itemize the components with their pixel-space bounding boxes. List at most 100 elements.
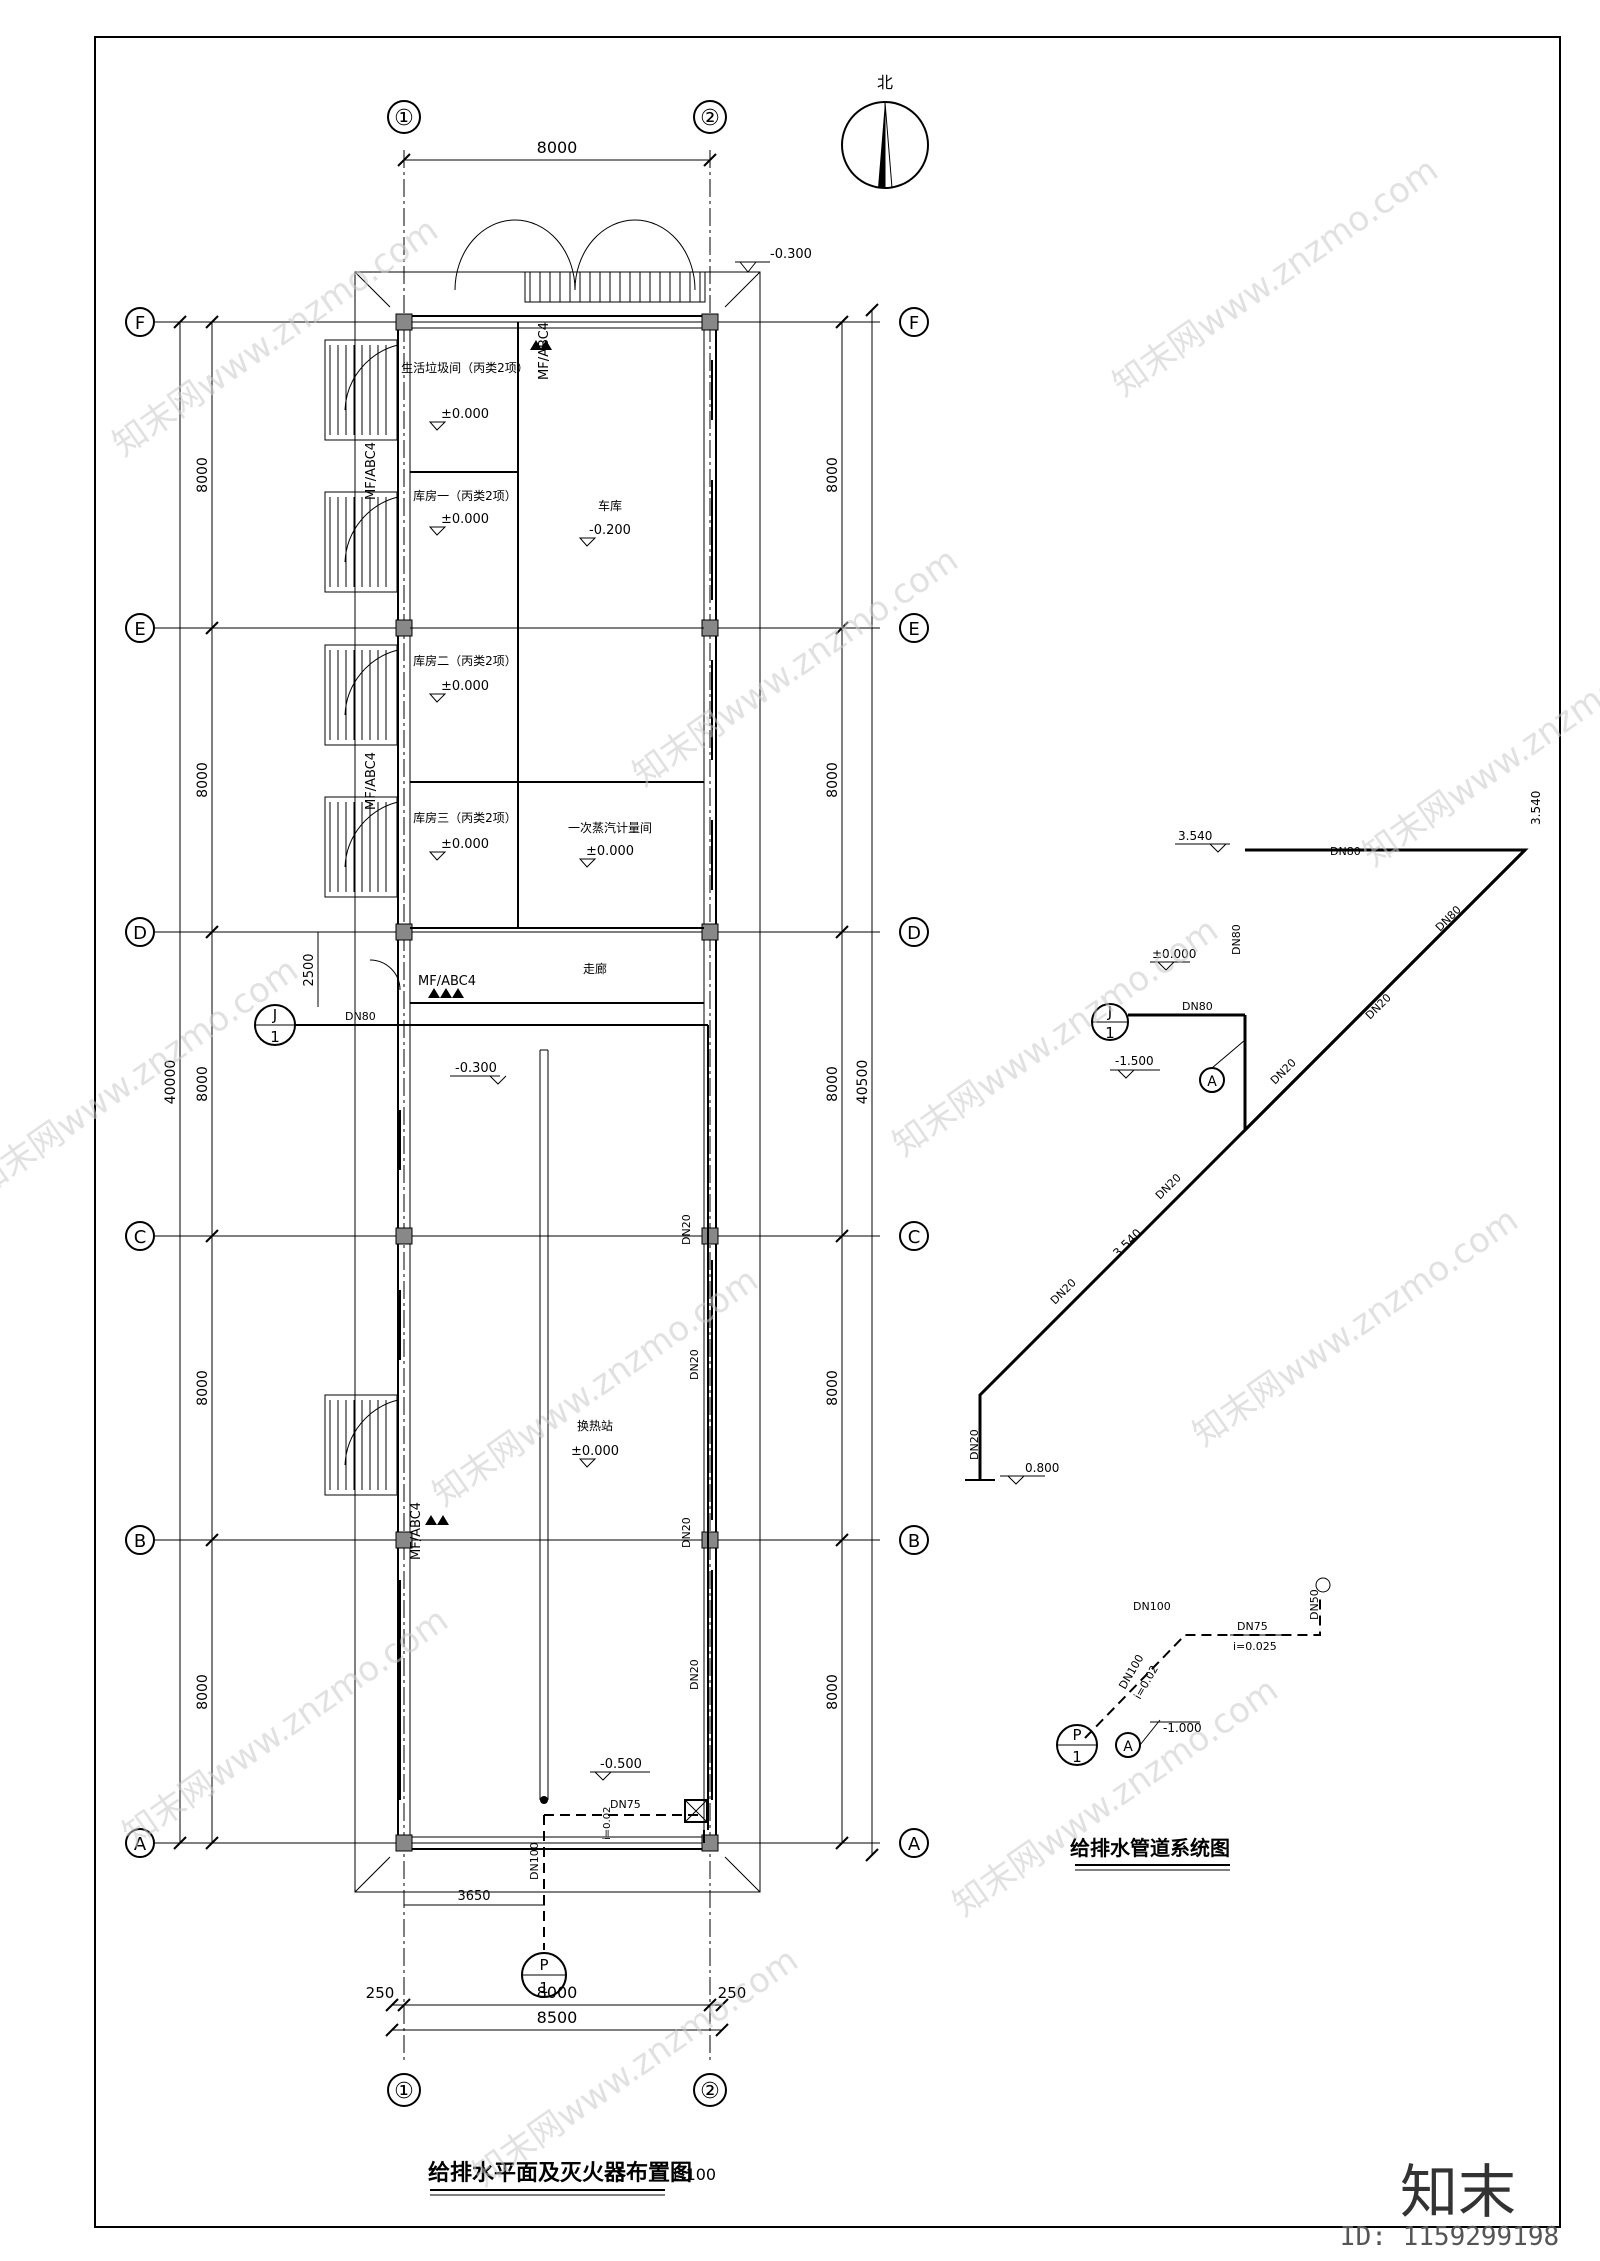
plan-supply-marker-num: 1 [270,1028,280,1046]
axis-label-E-left: E [134,619,145,640]
plan-pipe-6: DN75 [610,1798,641,1811]
sys-supply-pipe-3: DN80 [1230,924,1243,955]
axis-bubbles: ① ② ① ② F E D C B A F E D C B A [125,100,929,2107]
sys-supply-level-1: 3.540 [1178,829,1212,843]
dim-right-bay-3: 8000 [825,1066,841,1102]
room-name-3: 库房二（丙类2项） [413,653,517,668]
plan-pipe-4: DN20 [680,1517,693,1548]
dim-left-bay-2: 8000 [195,762,211,798]
plan-pipe-5: DN20 [688,1659,701,1690]
plan-title: 给排水平面及灭火器布置图 [428,2160,692,2186]
dim-left-bay-3: 8000 [195,1066,211,1102]
sys-supply-pipe-1: DN80 [1330,845,1361,858]
sys-supply-riser: A [1207,1074,1217,1090]
sys-supply-pipe-4: DN80 [1182,1000,1213,1013]
dimensions: 8000 8000 8000 8000 8000 8000 40000 8000… [163,138,879,2037]
axis-label-C-right: C [908,1227,921,1248]
north-label: 北 [877,73,893,92]
dim-bottom-total: 8500 [537,2008,578,2027]
room-level-1: ±0.000 [441,407,489,422]
building [324,219,761,1893]
room-name-4: 库房三（丙类2项） [413,810,517,825]
system-title: 给排水管道系统图 [1070,1836,1230,1860]
axis-label-1-top: ① [394,106,414,131]
extinguisher-label-5: MF/ABC4 [409,1502,424,1560]
plan-levels: -0.300 -0.300 -0.500 [450,247,812,1781]
sys-supply-marker-num: 1 [1105,1024,1115,1042]
extinguisher-label-3: MF/ABC4 [364,752,379,810]
sys-drain-riser: A [1123,1739,1133,1755]
dim-left-bay-4: 8000 [195,1370,211,1406]
sys-supply-marker-letter: J [1107,1003,1112,1021]
level-corridor: -0.300 [455,1061,497,1076]
sys-drain-marker-num: 1 [1072,1748,1082,1766]
dim-bottom-right: 250 [718,1984,747,2002]
sys-supply-level-4: -1.500 [1115,1054,1154,1068]
plan-pipe-7: DN100 [528,1842,541,1880]
plan-piping: J 1 DN80 DN20 DN20 DN20 DN20 DN75 DN100 … [254,1004,709,1998]
axis-label-E-right: E [908,619,919,640]
axis-label-B-right: B [908,1531,920,1552]
dim-right-bay-2: 8000 [825,762,841,798]
north-arrow: 北 [841,73,929,189]
dim-corridor: 2500 [302,953,317,986]
plan-title-group: 给排水平面及灭火器布置图 1:100 [428,2160,716,2196]
sys-supply-level-6: 0.800 [1025,1461,1059,1475]
sys-supply-pipe-2: DN80 [1433,903,1464,934]
grid-lines [155,150,880,2060]
room-name-7: 走廊 [583,961,607,976]
sheet-border [94,36,1561,2228]
sys-drain-pipe-4: DN50 [1308,1589,1321,1620]
dim-right-bay-4: 8000 [825,1370,841,1406]
extinguisher-label-1: MF/ABC4 [537,322,552,380]
axis-label-1-bottom: ① [394,2079,414,2104]
room-level-3: ±0.000 [441,679,489,694]
dim-left-total: 40000 [163,1060,179,1105]
room-name-8: 换热站 [577,1419,613,1433]
dim-bottom-left: 250 [366,1984,395,2002]
axis-label-2-bottom: ② [700,2079,720,2104]
extinguisher-label-2: MF/ABC4 [364,442,379,500]
axis-label-B-left: B [134,1531,146,1552]
room-level-2: ±0.000 [441,512,489,527]
plan-pipe-1: DN80 [345,1010,376,1023]
axis-label-A-right: A [908,1834,921,1855]
axis-label-2-top: ② [700,106,720,131]
sys-drain-pipe-3: DN75 [1237,1620,1268,1633]
axis-label-D-right: D [907,923,921,944]
extinguisher-label-4: MF/ABC4 [418,974,476,989]
dim-left-bay-1: 8000 [195,457,211,493]
room-level-4: ±0.000 [441,837,489,852]
room-name-6: 一次蒸汽计量间 [568,820,652,835]
supply-system: J 1 A 3.540 3.540 ±0.000 -1.500 3.540 0.… [965,791,1543,1485]
extinguishers: MF/ABC4 MF/ABC4 MF/ABC4 MF/ABC4 MF/ABC4 [364,322,552,1560]
dim-left-bay-5: 8000 [195,1674,211,1710]
sys-supply-pipe-9: DN20 [968,1429,981,1460]
sys-supply-level-2: 3.540 [1529,791,1543,825]
dim-pipe-offset: 3650 [457,1889,490,1904]
sys-supply-level-3: ±0.000 [1152,947,1196,961]
axis-label-F-left: F [135,313,145,334]
dim-right-bay-1: 8000 [825,457,841,493]
room-name-5: 车库 [598,498,622,513]
plan-supply-marker-letter: J [272,1006,277,1024]
sys-supply-level-5: 3.540 [1110,1226,1144,1260]
brand-logo: 知末 [1400,2158,1517,2226]
level-entrance: -0.300 [770,247,812,262]
plan-drain-marker-num: 1 [539,1979,549,1997]
room-labels: 生活垃圾间（丙类2项） ±0.000 库房一（丙类2项） ±0.000 库房二（… [401,360,652,1468]
sys-drain-pipe-1: DN100 [1133,1600,1171,1613]
axis-label-D-left: D [133,923,147,944]
brand-id: ID: 1159299198 [1340,2222,1560,2252]
dim-top-span: 8000 [537,138,578,157]
plan-pipe-3: DN20 [688,1349,701,1380]
room-level-8: ±0.000 [571,1444,619,1459]
axis-label-F-right: F [909,313,919,334]
sys-drain-level: -1.000 [1163,1721,1202,1735]
dim-right-bay-5: 8000 [825,1674,841,1710]
dim-right-total: 40500 [855,1060,871,1105]
level-drain: -0.500 [600,1757,642,1772]
room-name-1: 生活垃圾间（丙类2项） [401,360,529,375]
plan-drain-marker-letter: P [539,1956,548,1974]
